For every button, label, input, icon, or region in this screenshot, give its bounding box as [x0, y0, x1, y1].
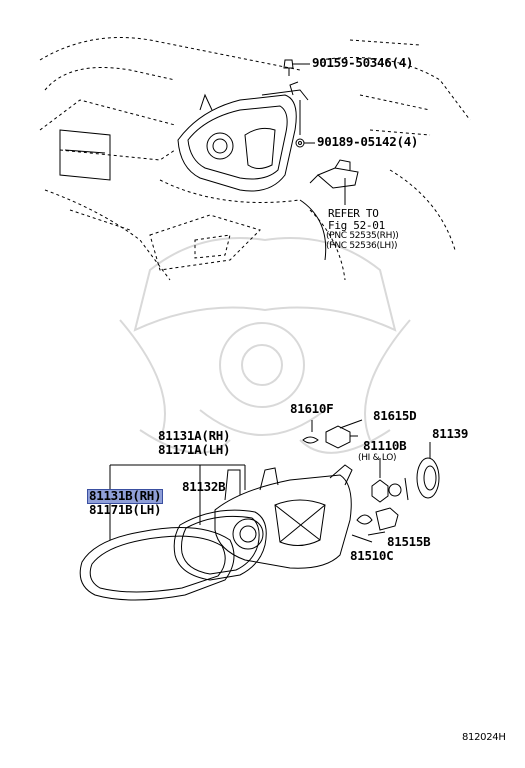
leader-lines-lower: [109, 419, 431, 543]
leveling-actuator: [309, 159, 359, 189]
watermark-emblem: [119, 237, 411, 454]
housing-81110b: [214, 464, 353, 569]
car-body-outline: [39, 37, 471, 281]
label-81171b-lh[interactable]: 81171B(LH): [89, 502, 162, 517]
label-81110b[interactable]: 81110B: [363, 438, 407, 453]
refer-pnc-rh: (PNC 52535(RH)): [326, 231, 399, 241]
bulb-81515b: [356, 507, 399, 531]
figure-id: 812024H: [462, 732, 506, 743]
label-81171a-lh[interactable]: 81171A(LH): [158, 442, 231, 457]
label-81610f[interactable]: 81610F: [290, 401, 334, 416]
label-81110b-note: (HI & LO): [358, 453, 397, 463]
bulb-81110b: [371, 477, 409, 503]
leader-lines-upper: [293, 63, 346, 205]
label-81510c[interactable]: 81510C: [350, 548, 394, 563]
nut-icon: [295, 138, 305, 148]
label-81131a-rh[interactable]: 81131A(RH): [158, 428, 231, 443]
lens-81131b: [79, 527, 235, 601]
clip-icon: [283, 59, 294, 76]
label-81139[interactable]: 81139: [432, 426, 469, 441]
label-81515b[interactable]: 81515B: [387, 534, 431, 549]
refer-fig-link[interactable]: Fig 52-01: [328, 219, 385, 232]
car-body-solid: [59, 129, 327, 261]
cover-81139: [416, 457, 440, 499]
refer-line-1: REFER TO: [328, 207, 379, 220]
label-90189-05142[interactable]: 90189-05142(4): [317, 134, 419, 149]
label-81132b[interactable]: 81132B: [182, 479, 226, 494]
socket-81615d: [325, 425, 358, 449]
label-90159-50346[interactable]: 90159-50346(4): [312, 55, 414, 70]
label-81131b-rh[interactable]: 81131B(RH): [86, 488, 164, 504]
label-81615d[interactable]: 81615D: [373, 408, 417, 423]
bulb-81610f: [302, 436, 319, 444]
upper-headlamp-assembly: [177, 81, 309, 192]
refer-pnc-lh: (PNC 52536(LH)): [326, 241, 398, 251]
